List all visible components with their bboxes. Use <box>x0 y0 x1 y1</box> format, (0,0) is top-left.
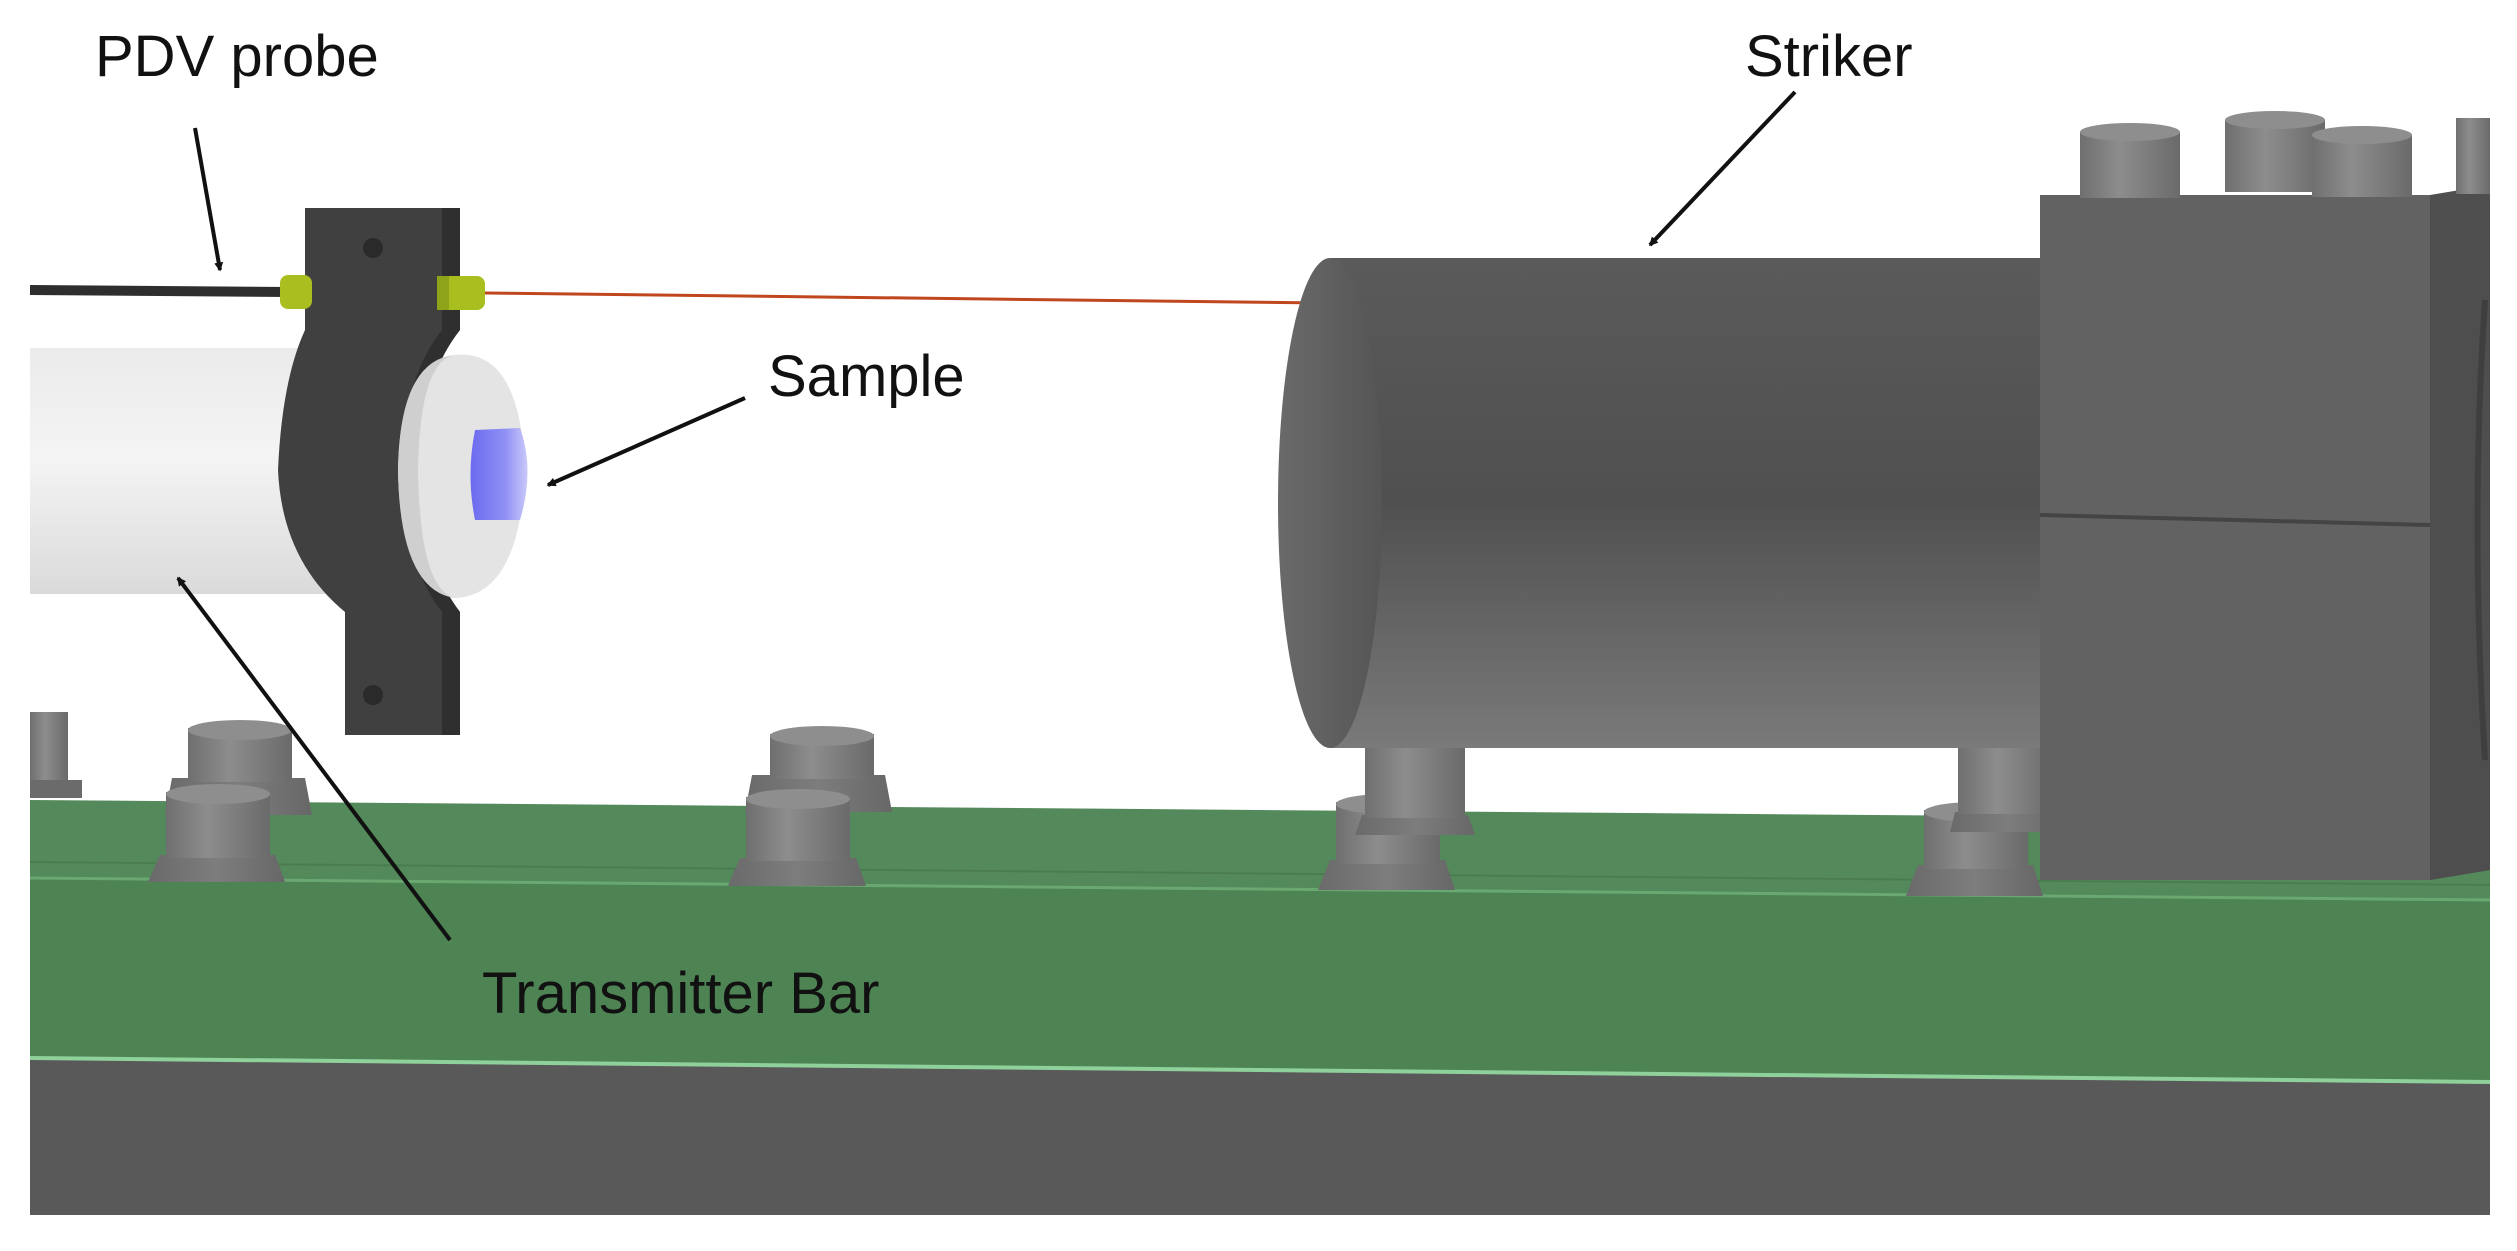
clamp <box>278 208 460 735</box>
pdv-probe-arrow <box>193 127 224 272</box>
striker-support-post <box>1950 742 2066 832</box>
pdv-probe-label: PDV probe <box>95 24 379 89</box>
pdv-laser-beam <box>484 291 1326 305</box>
striker-arrow <box>1648 90 1797 247</box>
post <box>30 712 82 798</box>
post <box>148 784 285 882</box>
transmitter-bar-arrow <box>176 576 452 942</box>
sample-label: Sample <box>768 344 965 409</box>
pdv-fiber <box>29 285 291 297</box>
striker-holder-block <box>2039 185 2490 880</box>
holder-top-post <box>2080 123 2180 198</box>
sample-holder-disc <box>398 354 525 598</box>
striker-support-post <box>1355 740 1475 835</box>
base-block <box>30 1058 2490 1215</box>
holder-top-post <box>2225 111 2325 192</box>
sample-arrow <box>546 396 746 487</box>
table-top <box>30 800 2490 900</box>
striker-label: Striker <box>1745 24 1913 89</box>
holder-top-post <box>2456 118 2490 194</box>
set-screw <box>280 275 312 309</box>
sample <box>470 428 528 520</box>
table-front <box>30 878 2490 1082</box>
table-groove <box>29 861 2491 886</box>
striker <box>1278 258 2050 748</box>
holder-top-post <box>2312 126 2412 197</box>
transmitter-bar-label: Transmitter Bar <box>482 961 880 1026</box>
table-bottom-edge <box>29 1056 2491 1084</box>
table-edge-highlight <box>29 876 2491 902</box>
post <box>728 789 866 886</box>
